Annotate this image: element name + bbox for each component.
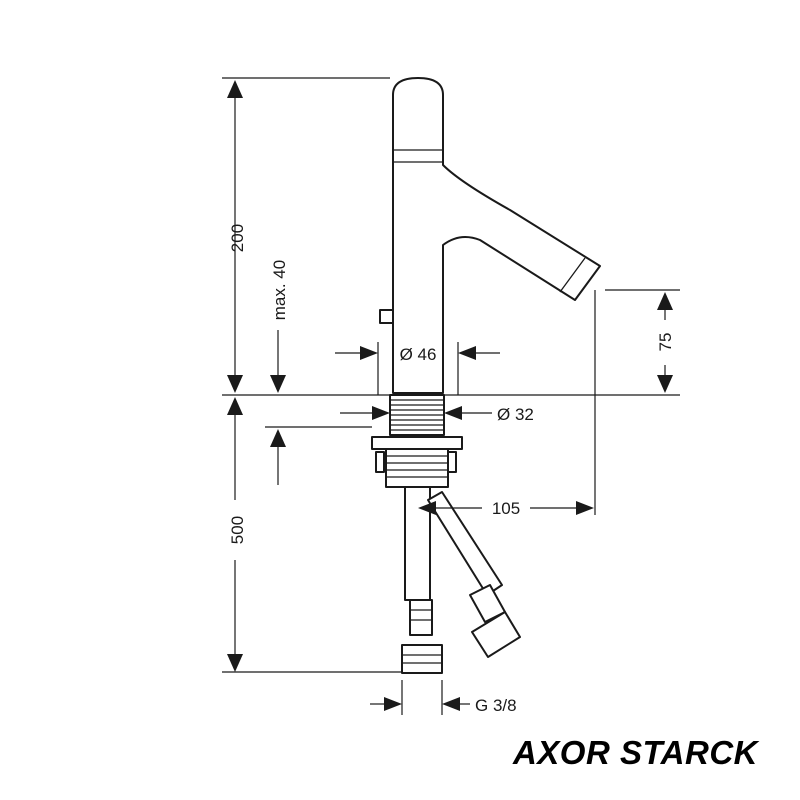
label-hose-length: 500 xyxy=(228,516,247,544)
dim-counter-thickness xyxy=(265,426,372,485)
label-height-max: max. 40 xyxy=(270,260,289,320)
brand-name: AXOR STARCK xyxy=(512,734,758,771)
dim-body-diameter xyxy=(335,342,500,395)
label-projection: 105 xyxy=(492,499,520,518)
faucet-body xyxy=(379,77,601,394)
dim-spout-height xyxy=(605,289,680,393)
dim-hole-diameter xyxy=(340,406,492,420)
dim-connection xyxy=(370,680,470,715)
dim-hose-length xyxy=(222,397,402,673)
dim-height-total xyxy=(222,77,390,393)
dim-height-max xyxy=(270,330,286,393)
dim-projection xyxy=(418,290,596,515)
mounting-assembly xyxy=(371,394,463,488)
label-height-total: 200 xyxy=(228,224,247,252)
label-body-diameter: Ø 46 xyxy=(400,345,437,364)
label-connection: G 3/8 xyxy=(475,696,517,715)
supply-hoses xyxy=(401,486,521,674)
label-hole-diameter: Ø 32 xyxy=(497,405,534,424)
label-spout-height: 75 xyxy=(656,333,675,352)
